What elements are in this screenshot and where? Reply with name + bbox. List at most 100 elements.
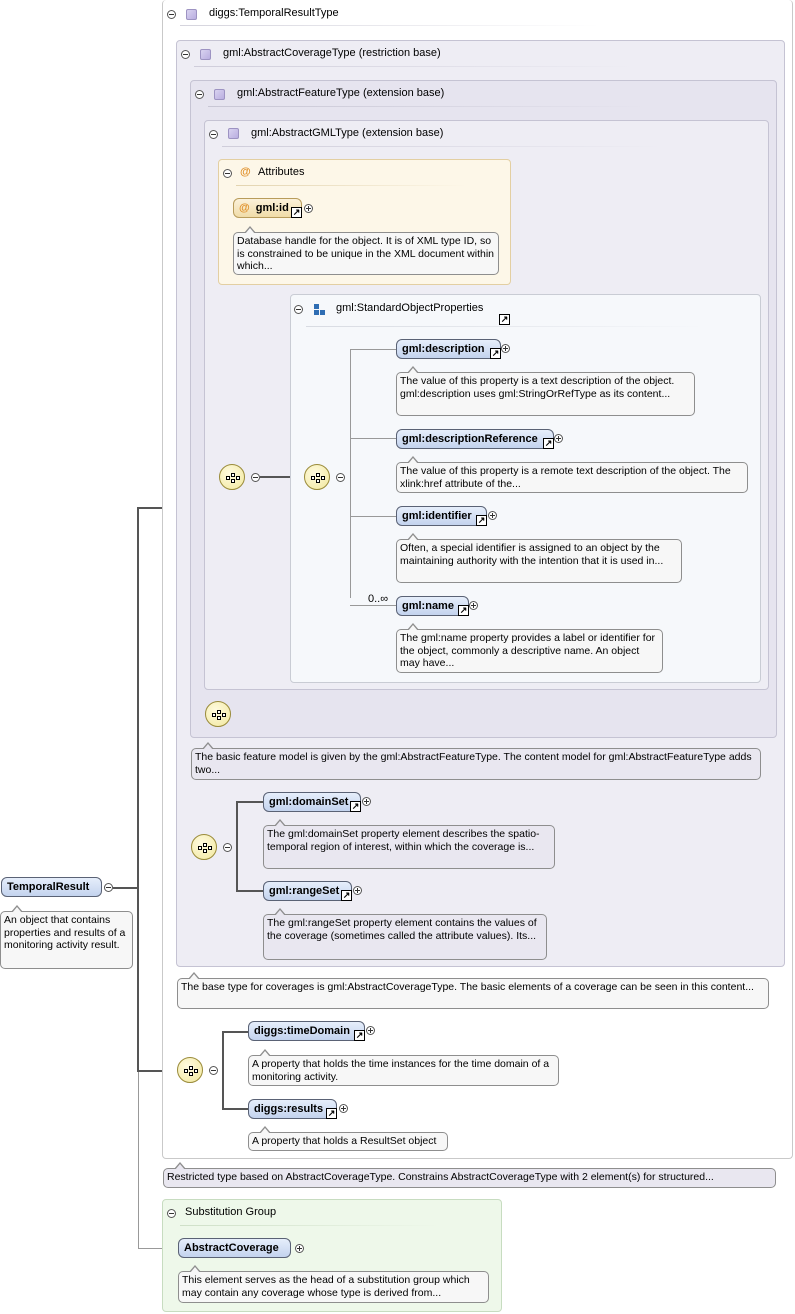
root-to-type-connector [137, 507, 177, 509]
element-gml-rangeSet[interactable]: gml:rangeSet ↗ [263, 881, 352, 901]
root-vertical-connector [137, 507, 139, 1072]
element-diggs-results-doc: A property that holds a ResultSet object [248, 1126, 448, 1151]
attribute-gml-id-label: gml:id [255, 202, 289, 214]
element-gml-name-label: gml:name [402, 600, 454, 612]
element-gml-descriptionReference-label: gml:descriptionReference [402, 433, 538, 445]
element-diggs-timeDomain-label: diggs:timeDomain [254, 1025, 350, 1037]
diggs-branch-to-timeDomain [222, 1031, 249, 1033]
link-arrow-icon[interactable]: ↗ [543, 438, 554, 449]
link-arrow-icon[interactable]: ↗ [350, 801, 361, 812]
gml-type-box-title: gml:AbstractGMLType (extension base) [251, 127, 444, 139]
substitution-group-title: Substitution Group [185, 1206, 277, 1218]
element-gml-description-label: gml:description [402, 343, 485, 355]
expand-icon[interactable] [554, 434, 563, 443]
complex-type-icon [214, 89, 225, 100]
complex-type-icon [228, 128, 239, 139]
collapse-icon[interactable] [209, 130, 218, 139]
feature-box-doc: The basic feature model is given by the … [191, 742, 761, 780]
link-arrow-icon[interactable]: ↗ [490, 348, 501, 359]
sequence-icon[interactable] [219, 464, 245, 490]
link-arrow-icon[interactable]: ↗ [354, 1030, 365, 1041]
coverage-branch-to-rangeSet [236, 890, 264, 892]
root-to-subst-connector [138, 1072, 139, 1248]
group-branch-to-identifier [350, 516, 396, 517]
element-gml-name-doc: The gml:name property provides a label o… [396, 623, 663, 673]
link-arrow-icon[interactable]: ↗ [499, 314, 510, 325]
element-gml-rangeSet-doc: The gml:rangeSet property element contai… [263, 908, 547, 960]
element-gml-name[interactable]: gml:name ↗ [396, 596, 469, 616]
element-gml-descriptionReference[interactable]: gml:descriptionReference ↗ [396, 429, 554, 449]
collapse-icon[interactable] [104, 883, 113, 892]
diggs-branch-to-results [222, 1108, 249, 1110]
type-box-title: diggs:TemporalResultType [209, 7, 339, 19]
link-arrow-icon[interactable]: ↗ [326, 1108, 337, 1119]
root-connector [113, 887, 138, 889]
element-gml-description[interactable]: gml:description ↗ [396, 339, 501, 359]
coverage-box-title: gml:AbstractCoverageType (restriction ba… [223, 47, 441, 59]
expand-icon[interactable] [366, 1026, 375, 1035]
group-icon [314, 304, 326, 316]
collapse-icon[interactable] [223, 169, 232, 178]
element-AbstractCoverage-doc: This element serves as the head of a sub… [178, 1265, 489, 1303]
attribute-icon: @ [239, 202, 250, 214]
element-gml-identifier-doc: Often, a special identifier is assigned … [396, 533, 682, 583]
sequence-icon[interactable] [191, 834, 217, 860]
coverage-branch-to-domainSet [236, 801, 264, 803]
link-arrow-icon[interactable]: ↗ [476, 515, 487, 526]
element-diggs-results[interactable]: diggs:results ↗ [248, 1099, 337, 1119]
element-gml-rangeSet-label: gml:rangeSet [269, 885, 340, 897]
collapse-icon[interactable] [336, 473, 345, 482]
link-arrow-icon[interactable]: ↗ [458, 605, 469, 616]
root-element-label: TemporalResult [7, 881, 90, 893]
root-element-TemporalResult[interactable]: TemporalResult [1, 877, 102, 897]
element-gml-domainSet-doc: The gml:domainSet property element descr… [263, 819, 555, 869]
link-arrow-icon[interactable]: ↗ [291, 207, 302, 218]
expand-icon[interactable] [362, 797, 371, 806]
element-gml-domainSet-label: gml:domainSet [269, 796, 349, 808]
expand-icon[interactable] [295, 1244, 304, 1253]
gml-title-underline [222, 146, 662, 147]
collapse-icon[interactable] [167, 10, 176, 19]
element-gml-descriptionReference-doc: The value of this property is a remote t… [396, 456, 748, 493]
expand-icon[interactable] [488, 511, 497, 520]
sequence-icon[interactable] [304, 464, 330, 490]
attribute-gml-id[interactable]: @ gml:id ↗ [233, 198, 302, 218]
element-AbstractCoverage[interactable]: AbstractCoverage [178, 1238, 291, 1258]
feature-box-title: gml:AbstractFeatureType (extension base) [237, 87, 445, 99]
element-diggs-timeDomain-doc: A property that holds the time instances… [248, 1049, 559, 1086]
link-arrow-icon[interactable]: ↗ [341, 890, 352, 901]
diggs-branch-vertical [222, 1032, 224, 1110]
sequence-to-group-connector [260, 476, 304, 478]
sequence-icon[interactable] [177, 1057, 203, 1083]
expand-icon[interactable] [353, 886, 362, 895]
group-branch-to-description [350, 349, 396, 350]
collapse-icon[interactable] [251, 473, 260, 482]
element-diggs-timeDomain[interactable]: diggs:timeDomain ↗ [248, 1021, 365, 1041]
attribute-icon: @ [240, 166, 251, 178]
attributes-title: Attributes [258, 166, 305, 178]
sequence-icon[interactable] [205, 701, 231, 727]
expand-icon[interactable] [304, 204, 313, 213]
root-element-doc: An object that contains properties and r… [0, 905, 133, 969]
complex-type-icon [200, 49, 211, 60]
collapse-icon[interactable] [209, 1066, 218, 1075]
group-title[interactable]: gml:StandardObjectProperties [336, 302, 484, 314]
substitution-title-underline [180, 1225, 440, 1226]
element-gml-identifier[interactable]: gml:identifier ↗ [396, 506, 487, 526]
collapse-icon[interactable] [167, 1209, 176, 1218]
expand-icon[interactable] [469, 601, 478, 610]
element-gml-description-doc: The value of this property is a text des… [396, 366, 695, 416]
expand-icon[interactable] [501, 344, 510, 353]
expand-icon[interactable] [339, 1104, 348, 1113]
element-diggs-results-label: diggs:results [254, 1103, 324, 1115]
element-gml-domainSet[interactable]: gml:domainSet ↗ [263, 792, 361, 812]
collapse-icon[interactable] [223, 843, 232, 852]
group-title-underline [306, 326, 706, 327]
attributes-title-underline [236, 185, 466, 186]
feature-title-underline [208, 106, 648, 107]
collapse-icon[interactable] [181, 50, 190, 59]
collapse-icon[interactable] [294, 305, 303, 314]
root-to-seq-connector [137, 1070, 177, 1072]
coverage-box-doc: The base type for coverages is gml:Abstr… [177, 972, 769, 1009]
collapse-icon[interactable] [195, 90, 204, 99]
